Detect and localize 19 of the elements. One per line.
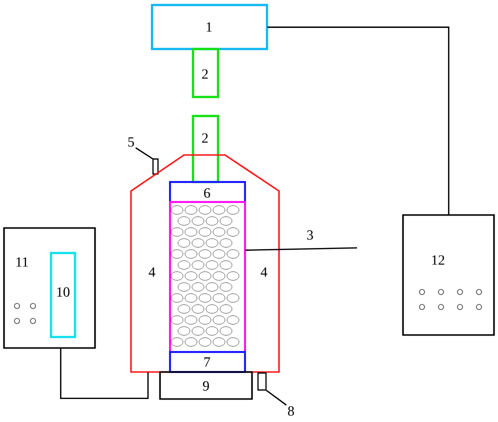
- leader-line: [266, 390, 287, 406]
- base-box: 9: [159, 371, 253, 400]
- callout-number: 5: [128, 137, 134, 147]
- cable: [60, 348, 149, 400]
- sensor-tube: [152, 158, 159, 175]
- probe-box: 2: [192, 48, 220, 98]
- callout-number: 8: [288, 406, 294, 416]
- callout-number: 3: [307, 230, 313, 240]
- cabinet-box: 12: [402, 214, 495, 336]
- outlet-tube: [257, 372, 267, 391]
- controller-box: 1: [150, 4, 268, 50]
- leader-line: [245, 247, 358, 251]
- heater-box: 10: [50, 252, 76, 338]
- cable: [267, 26, 450, 215]
- plate-box: 6: [169, 181, 246, 203]
- packed-bed: [169, 201, 246, 353]
- probe-box: 2: [192, 114, 220, 184]
- leader-line: [135, 147, 154, 160]
- plate-box: 7: [169, 351, 246, 373]
